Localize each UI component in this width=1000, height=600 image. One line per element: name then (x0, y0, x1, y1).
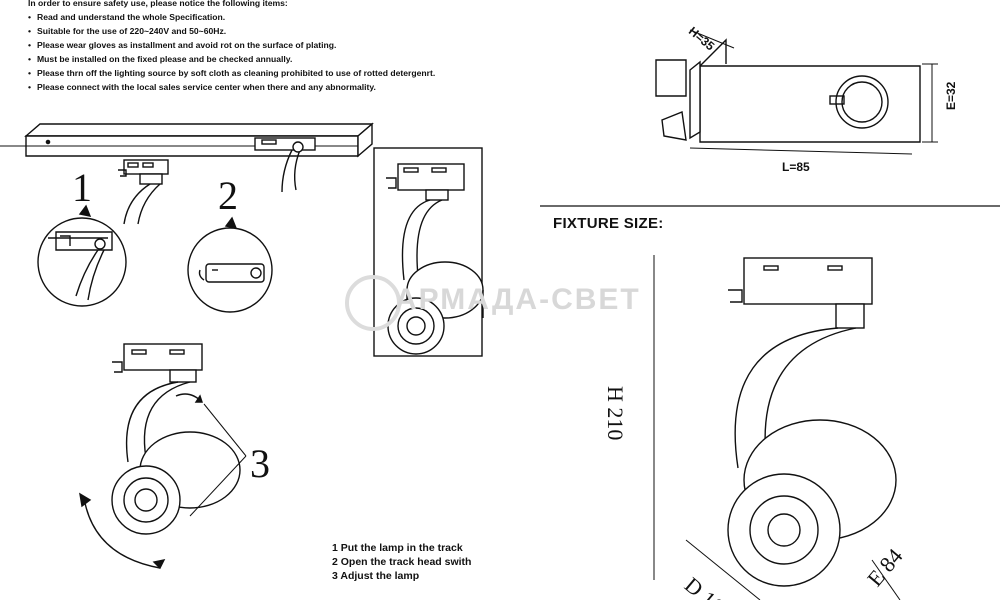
fixture-size-title: FIXTURE SIZE: (553, 215, 664, 232)
dim-l85: L=85 (782, 160, 810, 174)
step-line: 2 Open the track head swith (332, 556, 472, 568)
adapter-part (118, 159, 169, 225)
step-line: 1 Put the lamp in the track (332, 542, 463, 554)
safety-item: Please thrn off the lighting source by s… (28, 66, 548, 80)
watermark-logo-icon (345, 275, 401, 331)
safety-heading: In order to ensure safety use, please no… (28, 0, 288, 8)
safety-item: Please connect with the local sales serv… (28, 80, 548, 94)
detail-circle-1 (37, 204, 127, 307)
top-view-drawing (655, 29, 938, 155)
detail-circle-2 (187, 216, 273, 313)
fixture-size-drawing (653, 255, 901, 600)
adjust-lamp (79, 343, 247, 570)
watermark-text: АРМАДА-СВЕТ (395, 283, 641, 316)
dim-height: H 210 (603, 386, 628, 441)
step-number-2: 2 (218, 173, 238, 218)
safety-list: Read and understand the whole Specificat… (28, 10, 548, 94)
safety-item: Must be installed on the fixed please an… (28, 52, 548, 66)
step-line: 3 Adjust the lamp (332, 570, 420, 582)
step-instructions: 1 Put the lamp in the track 2 Open the t… (332, 541, 471, 583)
safety-notes: In order to ensure safety use, please no… (28, 0, 548, 94)
safety-item: Read and understand the whole Specificat… (28, 10, 548, 24)
safety-item: Please wear gloves as installment and av… (28, 38, 548, 52)
step-number-1: 1 (72, 165, 92, 210)
dim-e32: E=32 (944, 81, 958, 110)
step-number-3: 3 (250, 441, 270, 486)
track-rail (0, 122, 374, 193)
safety-item: Suitable for the use of 220~240V and 50~… (28, 24, 548, 38)
